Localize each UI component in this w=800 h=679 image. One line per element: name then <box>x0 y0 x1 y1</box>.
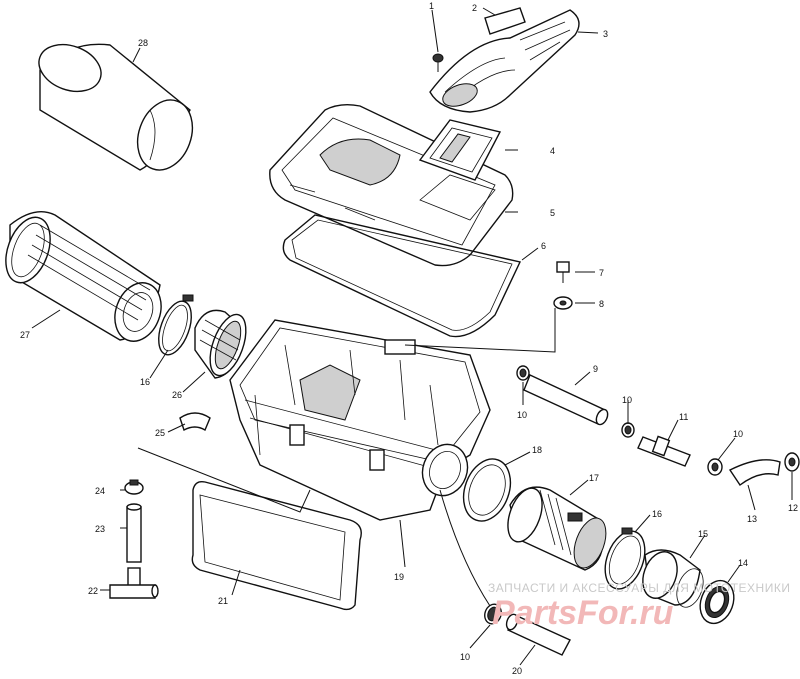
part-18-ring <box>462 458 512 522</box>
part-14-coupler <box>699 579 735 625</box>
part-2-pad <box>484 7 526 35</box>
callout-10-upper: 10 <box>517 410 527 420</box>
callout-13: 13 <box>747 514 757 524</box>
callout-22: 22 <box>88 586 98 596</box>
callout-25: 25 <box>155 428 165 438</box>
part-15-sleeve <box>642 549 704 608</box>
callout-16-left: 16 <box>140 377 150 387</box>
part-20-breather-hose <box>505 613 571 656</box>
callout-9: 9 <box>593 364 598 374</box>
part-22-drain-tee <box>109 567 159 599</box>
part-3-intake-duct <box>429 9 580 113</box>
callout-labels: 1 2 3 28 4 5 6 7 8 27 16 26 25 9 10 10 1… <box>20 1 798 676</box>
callout-24: 24 <box>95 486 105 496</box>
callout-23: 23 <box>95 524 105 534</box>
callout-8: 8 <box>599 299 604 309</box>
watermark: ЗАПЧАСТИ И АКСЕССУАРЫ ДЛЯ МОТОТЕХНИКИ Pa… <box>488 581 790 632</box>
part-19-airbox-housing <box>229 319 491 521</box>
part-10-clamp-upper <box>516 365 530 381</box>
part-7-bolt <box>556 261 570 283</box>
callout-4: 4 <box>550 146 555 156</box>
part-26-adapter <box>194 309 247 379</box>
callout-14: 14 <box>738 558 748 568</box>
leader-lines <box>31 7 793 666</box>
part-5-filter-plate <box>418 119 502 221</box>
callout-21: 21 <box>218 596 228 606</box>
part-17-intake-boot <box>507 486 607 571</box>
callout-10-right: 10 <box>733 429 743 439</box>
watermark-brand: PartsFor.ru <box>492 594 674 632</box>
part-4-airbox-cover <box>269 103 514 267</box>
callout-6: 6 <box>541 241 546 251</box>
watermark-tagline: ЗАПЧАСТИ И АКСЕССУАРЫ ДЛЯ МОТОТЕХНИКИ <box>488 581 790 595</box>
part-12-cap <box>784 452 800 472</box>
callout-10-mid: 10 <box>622 395 632 405</box>
part-27-air-filter <box>5 211 162 342</box>
callout-18: 18 <box>532 445 542 455</box>
callout-20: 20 <box>512 666 522 674</box>
part-24-hose-clamp <box>124 479 144 495</box>
callout-1: 1 <box>429 1 434 11</box>
callout-5: 5 <box>550 208 555 218</box>
part-11-check-valve <box>637 435 691 467</box>
callout-26: 26 <box>172 390 182 400</box>
part-1-screw <box>432 53 444 72</box>
callout-2: 2 <box>472 3 477 13</box>
part-13-hose <box>728 459 781 487</box>
callout-16-right: 16 <box>652 509 662 519</box>
part-25-clip <box>179 412 211 432</box>
part-9-breather-tube <box>523 374 609 426</box>
part-23-drain-hose <box>126 503 142 563</box>
part-10-clamp-bottom <box>484 603 502 625</box>
part-8-nut <box>553 296 573 310</box>
callout-3: 3 <box>603 29 608 39</box>
part-21-drain-cover <box>191 480 362 611</box>
callout-17: 17 <box>589 473 599 483</box>
callout-28: 28 <box>138 38 148 48</box>
callout-7: 7 <box>599 268 604 278</box>
part-10-clamp-mid <box>621 422 635 438</box>
callout-15: 15 <box>698 529 708 539</box>
callout-19: 19 <box>394 572 404 582</box>
callout-12: 12 <box>788 503 798 513</box>
part-10-clamp-right <box>707 458 723 476</box>
callout-11: 11 <box>679 412 688 422</box>
part-28-filter-sleeve <box>38 43 194 171</box>
part-6-gasket <box>282 214 522 338</box>
callout-27: 27 <box>20 330 30 340</box>
callout-10-bottom: 10 <box>460 652 470 662</box>
